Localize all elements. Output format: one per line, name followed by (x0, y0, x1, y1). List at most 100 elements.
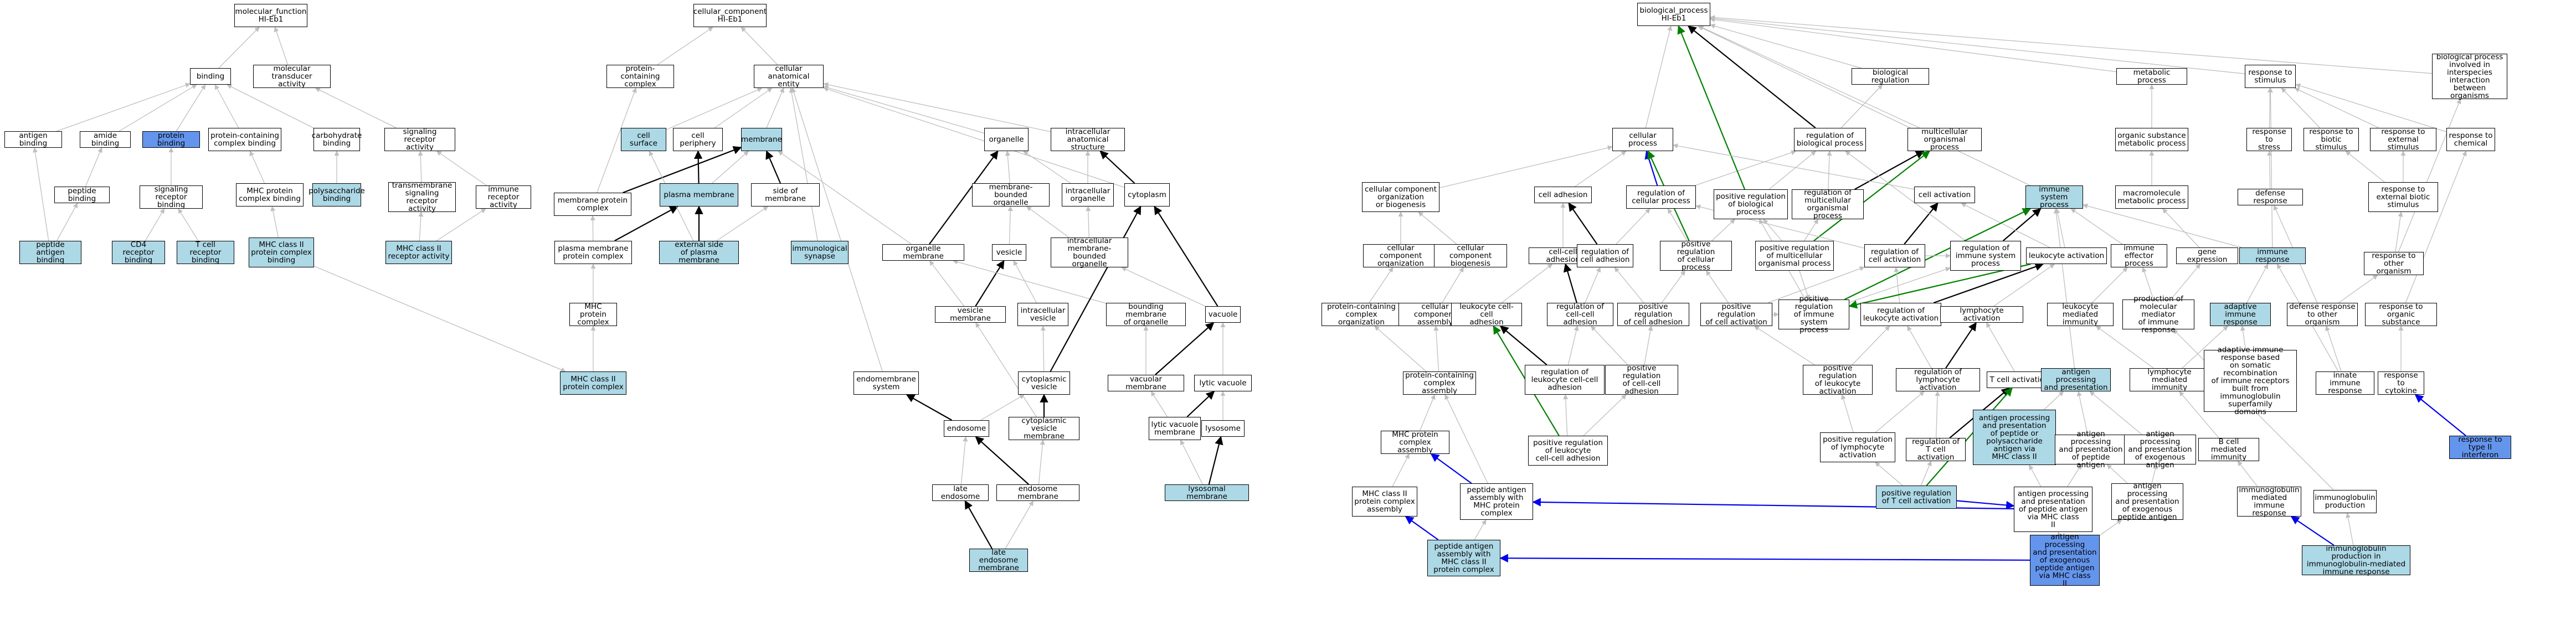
term-node-pcc-assembly[interactable]: protein-containing complex assembly (1403, 371, 1476, 395)
term-node-bio-reg[interactable]: biological regulation (1852, 68, 1929, 85)
term-node-cell-adhesion[interactable]: cell adhesion (1534, 187, 1592, 203)
term-node-amide-binding[interactable]: amide binding (80, 131, 131, 148)
term-node-late-endosome[interactable]: late endosome (932, 484, 989, 501)
term-node-pos-reg-cca[interactable]: positive regulation of cell-cell adhesio… (1605, 364, 1678, 395)
term-node-imm-synapse[interactable]: immunological synapse (791, 241, 849, 264)
term-node-resp-ext[interactable]: response to external stimulus (2370, 128, 2436, 151)
term-node-cc-org[interactable]: cellular component organization (1363, 244, 1438, 267)
term-node-reg-tcell-act[interactable]: regulation of T cell activation (1906, 438, 1966, 461)
term-node-carb-binding[interactable]: carbohydrate binding (312, 128, 362, 151)
term-node-pos-reg-cell-adh[interactable]: positive regulation of cell adhesion (1617, 303, 1689, 326)
term-node-lysosomal-membrane[interactable]: lysosomal membrane (1165, 484, 1249, 501)
term-node-cd4-rec-binding[interactable]: CD4 receptor binding (112, 241, 165, 264)
term-node-ag-proc-pres-exo[interactable]: antigen processing and presentation of e… (2124, 430, 2196, 469)
term-node-membrane-pc[interactable]: membrane protein complex (554, 193, 631, 216)
term-node-leuk-med-imm[interactable]: leukocyte mediated immunity (2047, 303, 2114, 326)
term-node-leuk-activation[interactable]: leukocyte activation (2026, 247, 2107, 264)
term-node-bounding-membrane[interactable]: bounding membrane of organelle (1106, 303, 1186, 326)
term-node-met-proc[interactable]: metabolic process (2116, 68, 2187, 85)
term-node-imm-eff-proc[interactable]: immune effector process (2111, 244, 2167, 267)
term-node-multi-proc[interactable]: multicellular organismal process (1907, 128, 1982, 151)
term-node-defense-resp[interactable]: defense response (2238, 189, 2303, 205)
term-node-ag-proc-pres-exo-pep[interactable]: antigen processing and presentation of e… (2111, 482, 2183, 521)
term-node-vesicle[interactable]: vesicle (992, 244, 1026, 261)
term-node-mb-organelle[interactable]: membrane-bounded organelle (972, 183, 1050, 206)
term-node-ag-proc-pres[interactable]: antigen processing and presentation (2041, 368, 2111, 391)
term-node-reg-bp[interactable]: regulation of biological process (1794, 128, 1866, 151)
term-node-pos-reg-cell-act[interactable]: positive regulation of cell activation (1700, 303, 1772, 326)
term-node-sig-rec-binding[interactable]: signaling receptor binding (140, 185, 203, 209)
term-node-mhc2-pc-assembly[interactable]: MHC class II protein complex assembly (1352, 487, 1417, 517)
term-node-vesicle-membrane[interactable]: vesicle membrane (935, 306, 1006, 323)
term-node-ic-vesicle[interactable]: intracellular vesicle (1017, 303, 1068, 326)
term-node-reg-lymph-act[interactable]: regulation of lymphocyte activation (1896, 368, 1980, 391)
term-node-pos-reg-tcell-act[interactable]: positive regulation of T cell activation (1876, 486, 1957, 509)
term-node-resp-cytokine[interactable]: response to cytokine (2378, 371, 2424, 395)
term-node-lytic-vacuole[interactable]: lytic vacuole (1194, 375, 1252, 391)
term-node-pos-reg-leuk-act[interactable]: positive regulation of leukocyte activat… (1803, 364, 1873, 395)
term-node-lymph-activation[interactable]: lymphocyte activation (1940, 306, 2023, 323)
term-node-mta[interactable]: molecular transducer activity (253, 65, 331, 88)
term-node-reg-cell-proc[interactable]: regulation of cellular process (1626, 185, 1696, 209)
term-node-mhc2-rec-act[interactable]: MHC class II receptor activity (385, 241, 452, 264)
term-node-pos-reg-lymph-act[interactable]: positive regulation of lymphocyte activa… (1820, 432, 1895, 462)
term-node-tm-sig-rec[interactable]: transmembrane signaling receptor activit… (388, 182, 456, 213)
term-node-organelle[interactable]: organelle (984, 128, 1029, 151)
term-node-leuk-cca[interactable]: leukocyte cell-cell adhesion (1451, 303, 1522, 326)
term-node-reg-cell-act[interactable]: regulation of cell activation (1864, 244, 1925, 267)
term-node-ag-proc-pres-pep[interactable]: antigen processing and presentation of p… (2055, 430, 2127, 469)
term-node-cell-periphery[interactable]: cell periphery (673, 128, 723, 151)
term-node-pos-reg-leuk-cca[interactable]: positive regulation of leukocyte cell-ce… (1528, 436, 1608, 466)
term-node-ag-proc-pres-exo-pep-mhc2[interactable]: antigen processing and presentation of e… (2030, 533, 2100, 587)
term-node-ias[interactable]: intracellular anatomical structure (1051, 128, 1125, 151)
term-node-pep-ag-assembly[interactable]: peptide antigen assembly with MHC protei… (1460, 483, 1533, 520)
term-node-resp-other-org[interactable]: response to other organism (2364, 252, 2424, 275)
term-node-tcell-rec-binding[interactable]: T cell receptor binding (177, 241, 234, 264)
term-node-resp-biotic[interactable]: response to biotic stimulus (2304, 128, 2359, 151)
term-node-antigen-binding[interactable]: antigen binding (4, 131, 62, 148)
term-node-cc-org-biog[interactable]: cellular component organization or bioge… (1362, 182, 1439, 212)
term-node-lysosome[interactable]: lysosome (1201, 420, 1245, 437)
term-node-endosome-membrane[interactable]: endosome membrane (996, 484, 1079, 501)
term-node-resp-ext-biotic[interactable]: response to external biotic stimulus (2368, 182, 2438, 212)
term-node-pcc[interactable]: protein-containing complex (606, 65, 674, 88)
term-node-org-sub-met[interactable]: organic substance metabolic process (2115, 128, 2188, 151)
term-node-mhc2-pc[interactable]: MHC class II protein complex (560, 371, 626, 395)
term-node-reg-cca[interactable]: regulation of cell-cell adhesion (1547, 303, 1613, 326)
term-node-ag-proc-pres-poly[interactable]: antigen processing and presentation of p… (1973, 410, 2056, 465)
term-node-endosome[interactable]: endosome (944, 420, 989, 437)
term-node-immune-resp[interactable]: immune response (2239, 247, 2306, 264)
term-node-resp-stim[interactable]: response to stimulus (2245, 65, 2296, 88)
term-node-reg-leuk-cca[interactable]: regulation of leukocyte cell-cell adhesi… (1525, 365, 1605, 395)
term-node-cc[interactable]: cellular_component HI-Eb1 (693, 4, 767, 27)
term-node-ig-prod-imm[interactable]: immunoglobulin production in immunoglobu… (2302, 545, 2410, 576)
term-node-resp-stress[interactable]: response to stress (2246, 128, 2292, 151)
term-node-pos-reg-bp[interactable]: positive regulation of biological proces… (1714, 189, 1788, 219)
term-node-pep-ag-assembly-mhc2[interactable]: peptide antigen assembly with MHC class … (1427, 540, 1500, 576)
term-node-cytoplasm[interactable]: cytoplasm (1124, 183, 1170, 206)
term-node-cc-biog[interactable]: cellular component biogenesis (1434, 244, 1507, 267)
term-node-reg-cell-adh[interactable]: regulation of cell adhesion (1577, 244, 1633, 267)
term-node-ic-mb-organelle[interactable]: intracellular membrane-bounded organelle (1051, 237, 1128, 268)
term-node-pm-pc[interactable]: plasma membrane protein complex (554, 241, 632, 264)
term-node-late-endosome-membrane[interactable]: late endosome membrane (969, 549, 1028, 572)
term-node-innate-imm[interactable]: innate immune response (2316, 371, 2374, 395)
term-node-prod-mol-med[interactable]: production of molecular mediator of immu… (2122, 295, 2194, 334)
term-node-adaptive-somatic[interactable]: adaptive immune response based on somati… (2204, 346, 2297, 416)
term-node-endomembrane[interactable]: endomembrane system (853, 371, 919, 395)
term-node-membrane[interactable]: membrane (741, 128, 782, 151)
term-node-mhc-pc[interactable]: MHC protein complex (569, 303, 617, 326)
term-node-resp-org-sub[interactable]: response to organic substance (2365, 303, 2437, 326)
term-node-cyto-ves-membrane[interactable]: cytoplasmic vesicle membrane (1009, 417, 1079, 440)
term-node-resp-chem[interactable]: response to chemical (2446, 128, 2495, 151)
term-node-peptide-binding[interactable]: peptide binding (54, 187, 110, 203)
term-node-peptide-antigen-binding[interactable]: peptide antigen binding (19, 241, 81, 264)
term-node-mhc-pc-assembly[interactable]: MHC protein complex assembly (1381, 431, 1449, 454)
term-node-mhc-pcb[interactable]: MHC protein complex binding (236, 183, 304, 206)
term-node-ic-organelle[interactable]: intracellular organelle (1062, 183, 1114, 206)
term-node-organelle-membrane[interactable]: organelle membrane (882, 244, 964, 261)
term-node-plasma-membrane[interactable]: plasma membrane (660, 183, 738, 206)
term-node-reg-leuk-act[interactable]: regulation of leukocyte activation (1860, 303, 1941, 326)
term-node-pcc-org[interactable]: protein-containing complex organization (1322, 303, 1401, 326)
term-node-sig-rec-act[interactable]: signaling receptor activity (384, 128, 455, 151)
